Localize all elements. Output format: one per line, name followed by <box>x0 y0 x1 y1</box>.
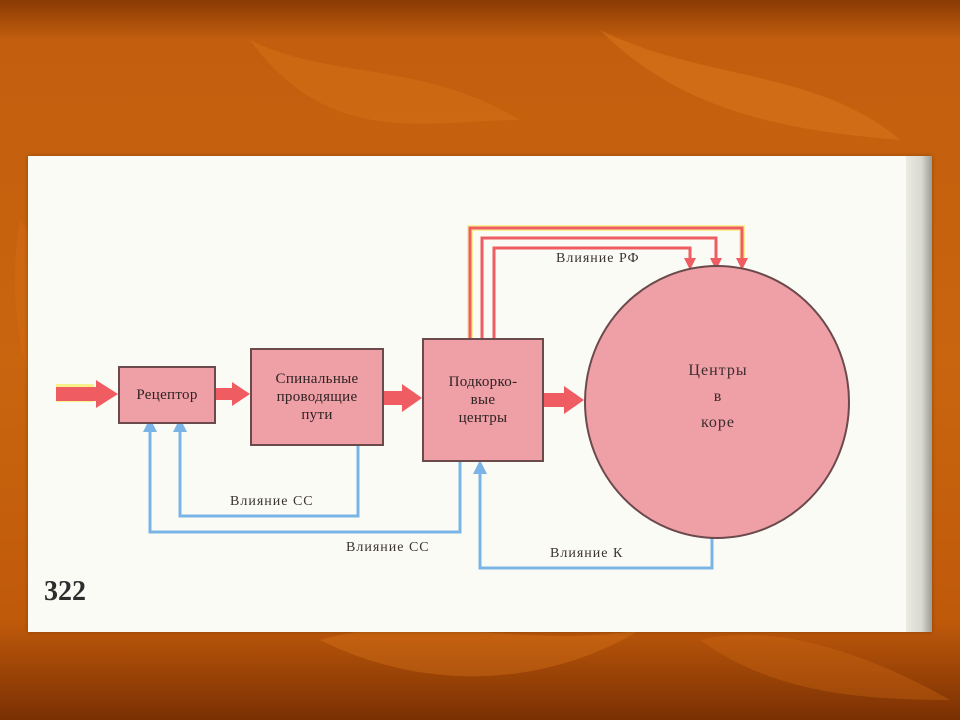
rf-influence-arrows <box>467 225 748 338</box>
arrow-receptor-spinal <box>214 382 250 406</box>
cortex-label-line3: коре <box>700 414 736 431</box>
input-arrow <box>56 380 118 408</box>
cc-outer-feedback <box>143 418 462 534</box>
spinal-pathways-box: Спинальные проводящие пути <box>250 348 384 446</box>
cortex-circle <box>584 265 850 539</box>
cortex-label-line1: Центры <box>688 362 748 379</box>
arrow-spinal-subcortical <box>382 384 422 412</box>
page-number: 322 <box>44 576 86 607</box>
arrow-subcortical-cortex <box>542 386 584 414</box>
rf-influence-label: Влияние РФ <box>556 251 640 266</box>
cortex-label-line2: в <box>713 388 723 405</box>
cc-inner-feedback <box>173 418 360 518</box>
k-feedback <box>473 460 714 570</box>
cortex-label: Центры в коре <box>588 358 848 478</box>
receptor-box: Рецептор <box>118 366 216 424</box>
cc-outer-influence-label: Влияние СС <box>346 540 430 555</box>
page-edge <box>906 156 932 632</box>
cc-inner-influence-label: Влияние СС <box>230 494 314 509</box>
subcortical-centers-box: Подкорко- вые центры <box>422 338 544 462</box>
k-influence-label: Влияние К <box>550 546 624 561</box>
